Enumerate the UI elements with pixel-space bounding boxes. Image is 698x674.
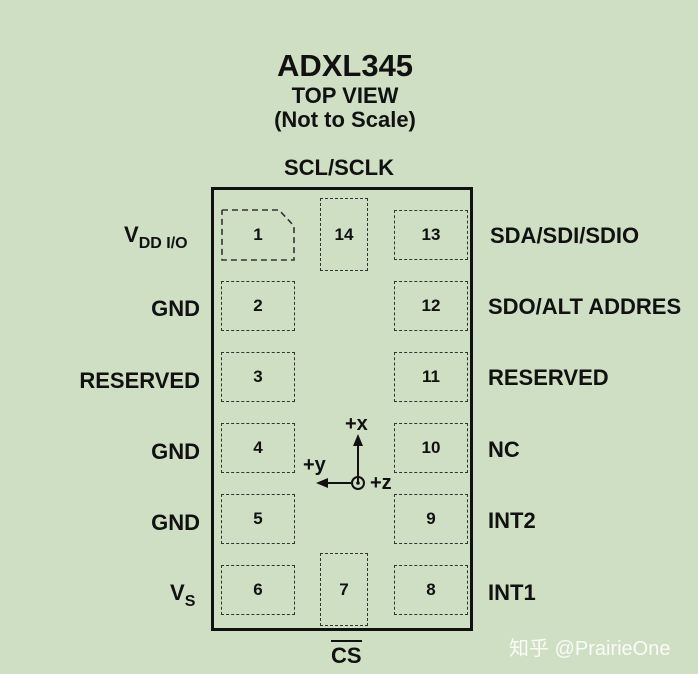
- scale-note: (Not to Scale): [274, 107, 416, 132]
- axis-diagram: [316, 434, 365, 490]
- label-gnd-2: GND: [151, 296, 200, 321]
- label-gnd-4: GND: [151, 439, 200, 464]
- pad-11: 11: [394, 352, 468, 402]
- axis-y-label: +y: [303, 454, 326, 476]
- label-gnd-5: GND: [151, 510, 200, 535]
- label-int2: INT2: [488, 508, 536, 533]
- chip-package-outline: [211, 187, 473, 631]
- chip-title: ADXL345: [276, 48, 414, 83]
- label-cs: CS: [331, 640, 362, 669]
- label-int1: INT1: [488, 580, 536, 605]
- pad-10: 10: [394, 423, 468, 473]
- watermark: 知乎 @PrairieOne: [509, 638, 671, 660]
- label-reserved-11: RESERVED: [488, 365, 609, 390]
- pad-2: 2: [221, 281, 295, 331]
- pad-3: 3: [221, 352, 295, 402]
- view-subtitle: TOP VIEW: [291, 83, 399, 108]
- pad-5: 5: [221, 494, 295, 544]
- pad-14: 14: [320, 198, 368, 271]
- pad-1: 1: [253, 225, 263, 244]
- label-vs: VS: [170, 580, 196, 610]
- label-vdd-io: VDD I/O: [124, 222, 188, 252]
- pad-1-outline: [221, 209, 295, 261]
- cs-overline: [331, 640, 362, 642]
- label-sda-sdi-sdio: SDA/SDI/SDIO: [490, 223, 640, 248]
- label-nc: NC: [488, 437, 520, 462]
- pad-9: 9: [394, 494, 468, 544]
- top-pin-label: SCL/SCLK: [284, 155, 394, 180]
- axis-x-label: +x: [345, 413, 368, 435]
- axis-z-label: +z: [370, 472, 392, 494]
- pad-12: 12: [394, 281, 468, 331]
- pad-8: 8: [394, 565, 468, 615]
- label-sdo-alt-address: SDO/ALT ADDRES: [488, 294, 682, 319]
- pad-13: 13: [394, 210, 468, 260]
- pad-7: 7: [320, 553, 368, 626]
- label-reserved-3: RESERVED: [79, 368, 200, 393]
- pad-6: 6: [221, 565, 295, 615]
- pad-4: 4: [221, 423, 295, 473]
